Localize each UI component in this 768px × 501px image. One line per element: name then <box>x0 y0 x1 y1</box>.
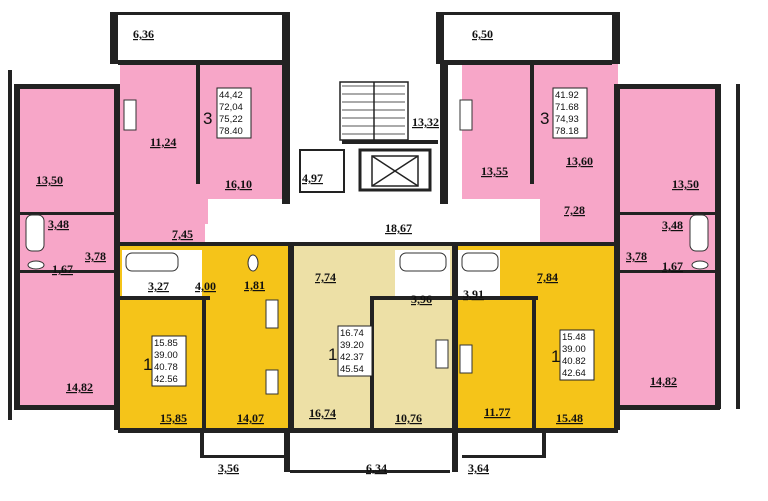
apartment-info-1-right: 1 15.48 39.00 40.82 42.64 <box>551 329 595 381</box>
right-hall-fill <box>540 184 620 246</box>
area-total: 72,04 <box>219 102 243 113</box>
area-living: 16.74 <box>340 328 364 339</box>
bathtub-icon <box>689 214 709 252</box>
room-count: 1 <box>328 345 337 364</box>
area-total-balcony: 40.78 <box>154 362 178 373</box>
apartment-info-1-left: 1 15.85 39.00 40.78 42.56 <box>143 335 187 387</box>
stair-treads <box>339 81 409 141</box>
fixtures <box>25 99 709 395</box>
room-label: 13,50 <box>36 173 63 187</box>
room-label: 6,36 <box>133 27 154 41</box>
room-area-labels: 6,36 6,50 11,24 16,10 13,50 3,48 1,67 3,… <box>36 27 699 475</box>
room-label: 1,67 <box>52 262 73 276</box>
area-total-full: 42.64 <box>562 368 586 379</box>
area-total-full: 78.40 <box>219 126 243 137</box>
room-label: 3,56 <box>218 461 239 475</box>
right-bedroom2-fill <box>620 272 715 407</box>
area-total-full: 78.18 <box>555 126 579 137</box>
room-label: 14,07 <box>237 411 264 425</box>
area-total: 39.00 <box>562 344 586 355</box>
elevator-icon <box>371 155 419 187</box>
bathtub-icon <box>125 252 179 272</box>
room-label: 13,60 <box>566 154 593 168</box>
walls <box>8 12 740 473</box>
area-total-balcony: 75,22 <box>219 114 243 125</box>
right-living-fill <box>620 88 715 215</box>
stove-icon <box>123 99 137 131</box>
right-kitchen-fill <box>462 64 532 199</box>
room-count: 3 <box>540 109 549 128</box>
area-living: 41.92 <box>555 90 579 101</box>
apartment-info-3-left: 3 44,42 72,04 75,22 78.40 <box>203 87 252 139</box>
apartment-info-1-mid: 1 16.74 39.20 42.37 45.54 <box>328 325 373 377</box>
room-label: 6,50 <box>472 27 493 41</box>
area-total: 39.00 <box>154 350 178 361</box>
room-label: 3,48 <box>662 218 683 232</box>
toilet-icon <box>691 260 709 270</box>
room-label: 11,24 <box>150 135 176 149</box>
area-living: 15.85 <box>154 338 178 349</box>
room-label: 6,34 <box>366 461 387 475</box>
room-label: 4,97 <box>302 171 323 185</box>
bathtub-icon <box>25 214 45 252</box>
room-label: 3,64 <box>468 461 489 475</box>
room-label: 3,48 <box>48 217 69 231</box>
area-total-balcony: 74,93 <box>555 114 579 125</box>
stove-icon <box>265 369 279 395</box>
left-living-fill <box>20 88 115 215</box>
area-total: 71.68 <box>555 102 579 113</box>
room-label: 3,78 <box>85 249 106 263</box>
left-corr-fill <box>115 215 205 245</box>
room-label: 3,96 <box>411 292 432 306</box>
room-label: 15,85 <box>160 411 187 425</box>
room-label: 3,27 <box>148 279 169 293</box>
apartment-info-3-right: 3 41.92 71.68 74,93 78.18 <box>540 87 588 139</box>
room-label: 3,91 <box>463 287 484 301</box>
room-label: 16,10 <box>225 177 252 191</box>
bathtub-icon <box>461 252 499 272</box>
area-living: 44,42 <box>219 90 243 101</box>
room-count: 3 <box>203 109 212 128</box>
room-label: 7,84 <box>537 270 558 284</box>
area-total: 39.20 <box>340 340 364 351</box>
area-total-full: 45.54 <box>340 364 364 375</box>
stove-icon <box>435 339 449 369</box>
room-label: 15.48 <box>556 411 583 425</box>
area-total-balcony: 42.37 <box>340 352 364 363</box>
area-total-balcony: 40.82 <box>562 356 586 367</box>
area-total-full: 42.56 <box>154 374 178 385</box>
stove-icon <box>459 99 473 131</box>
room-label: 14,82 <box>66 380 93 394</box>
area-living: 15.48 <box>562 332 586 343</box>
room-label: 13,55 <box>481 164 508 178</box>
room-count: 1 <box>143 355 152 374</box>
room-label: 10,76 <box>395 411 422 425</box>
left-bedroom2-fill <box>20 272 115 407</box>
room-label: 14,82 <box>650 374 677 388</box>
room-label: 13,50 <box>672 177 699 191</box>
room-label: 18,67 <box>385 221 412 235</box>
room-label: 11.77 <box>484 405 510 419</box>
room-label: 13,32 <box>412 115 439 129</box>
room-label: 4,00 <box>195 279 216 293</box>
room-label: 1,81 <box>244 278 265 292</box>
stove-icon <box>459 344 473 374</box>
room-label: 1,67 <box>662 259 683 273</box>
toilet-icon <box>27 260 45 270</box>
bathtub-icon <box>399 252 447 272</box>
stove-icon <box>265 299 279 329</box>
toilet-icon <box>247 254 259 272</box>
room-label: 3,78 <box>626 249 647 263</box>
room-label: 7,28 <box>564 203 585 217</box>
room-label: 7,45 <box>172 227 193 241</box>
room-label: 16,74 <box>309 406 336 420</box>
room-count: 1 <box>551 347 560 366</box>
room-label: 7,74 <box>315 270 336 284</box>
